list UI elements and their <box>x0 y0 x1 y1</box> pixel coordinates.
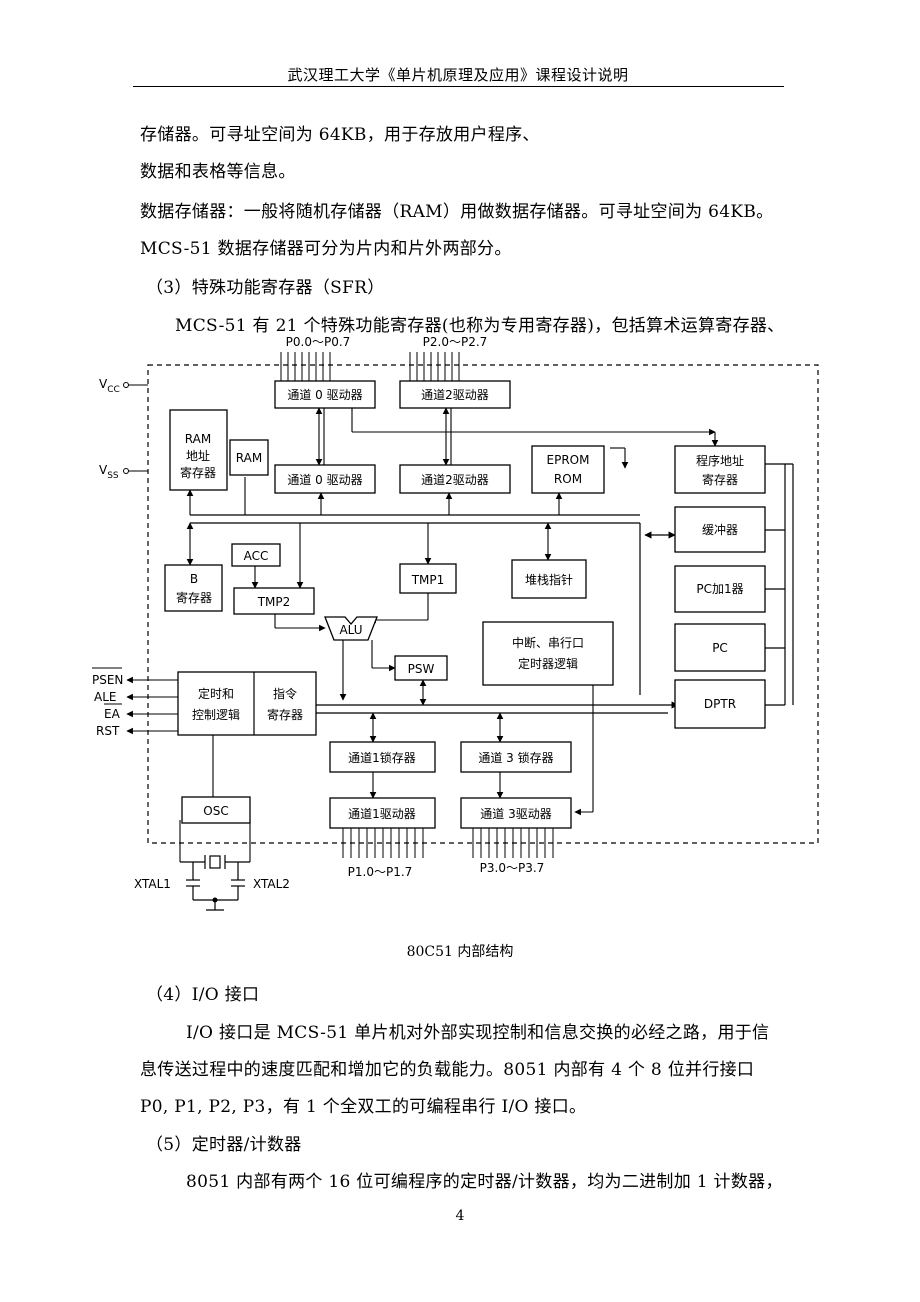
pc-addr-reg-l2: 寄存器 <box>702 472 738 487</box>
ram-addr-reg-l1: RAM <box>185 432 211 446</box>
instruction-reg-l1: 指令 <box>273 686 297 701</box>
timing-control-l2: 控制逻辑 <box>192 708 240 722</box>
paragraph-line: MCS-51 数据存储器可分为片内和片外两部分。 <box>140 239 512 259</box>
eprom-l2: ROM <box>554 472 582 486</box>
pc-incrementer: PC加1器 <box>696 582 743 596</box>
dptr-block: DPTR <box>704 697 736 711</box>
ram-addr-reg-l3: 寄存器 <box>180 465 216 480</box>
header-rule <box>133 86 784 87</box>
page-header: 武汉理工大学《单片机原理及应用》课程设计说明 <box>287 66 629 84</box>
mcu-block-diagram: P0.0～P0.7 P2.0～P2.7 P1.0～P1.7 P3.0～P3.7 … <box>92 335 819 911</box>
section-heading-io: （4）I/O 接口 <box>146 985 260 1005</box>
vcc-label: VCC <box>99 377 120 395</box>
psen-label: PSEN <box>92 673 123 687</box>
alu-label: ALU <box>339 623 362 637</box>
paragraph-line: 数据存储器：一般将随机存储器（RAM）用做数据存储器。可寻址空间为 64KB。 <box>140 202 774 222</box>
pc-block: PC <box>712 641 728 655</box>
interrupt-logic-l1: 中断、串行口 <box>512 635 584 650</box>
section-heading-timer: （5）定时器/计数器 <box>146 1135 302 1155</box>
p3-driver: 通道 3驱动器 <box>480 807 551 821</box>
crystal <box>180 855 250 911</box>
timing-control-l1: 定时和 <box>198 686 234 701</box>
eprom-l1: EPROM <box>547 453 590 467</box>
p2-pin-arrows <box>409 352 460 381</box>
vss-label: VSS <box>99 463 119 481</box>
psw-block: PSW <box>408 662 435 676</box>
page-number: 4 <box>455 1208 465 1224</box>
p1-latch: 通道1锁存器 <box>348 750 416 765</box>
p0-port-label: P0.0～P0.7 <box>286 335 351 349</box>
p0-driver-top: 通道 0 驱动器 <box>287 388 362 402</box>
paragraph-line: 息传送过程中的速度匹配和增加它的负载能力。8051 内部有 4 个 8 位并行接… <box>140 1060 755 1080</box>
figure-caption: 80C51 内部结构 <box>406 944 514 960</box>
b-reg-l1: B <box>190 572 198 586</box>
xtal2-label: XTAL2 <box>253 877 290 891</box>
paragraph-line: P0, P1, P2, P3，有 1 个全双工的可编程串行 I/O 接口。 <box>140 1097 587 1117</box>
p2-driver-top: 通道2驱动器 <box>421 388 489 402</box>
ram-addr-reg-l2: 地址 <box>186 449 210 463</box>
paragraph-line: 存储器。可寻址空间为 64KB，用于存放用户程序、 <box>140 125 540 145</box>
interrupt-logic-l2: 定时器逻辑 <box>518 656 578 671</box>
address-bus <box>644 463 794 706</box>
ea-label: EA <box>104 707 121 721</box>
buffer-block: 缓冲器 <box>702 522 738 537</box>
paragraph-line: I/O 接口是 MCS-51 单片机对外部实现控制和信息交换的必经之路，用于信 <box>186 1023 770 1043</box>
connectors <box>179 407 719 862</box>
instruction-reg-l2: 寄存器 <box>267 707 303 722</box>
section-heading-sfr: （3）特殊功能寄存器（SFR） <box>146 278 385 298</box>
tmp2-block: TMP2 <box>257 595 291 609</box>
p3-port-label: P3.0～P3.7 <box>480 861 545 875</box>
rst-label: RST <box>96 724 120 738</box>
alu-shape <box>324 616 378 641</box>
p2-driver: 通道2驱动器 <box>421 473 489 487</box>
osc-block: OSC <box>203 804 228 818</box>
tmp1-block: TMP1 <box>411 573 445 587</box>
p3-latch: 通道 3 锁存器 <box>478 750 553 765</box>
ale-label: ALE <box>94 690 116 704</box>
control-pin-lines <box>92 667 178 735</box>
xtal1-label: XTAL1 <box>134 877 171 891</box>
p2-port-label: P2.0～P2.7 <box>423 335 488 349</box>
stack-pointer: 堆栈指针 <box>525 572 573 587</box>
acc-block: ACC <box>244 549 269 563</box>
ram-block: RAM <box>236 451 262 465</box>
p1-port-label: P1.0～P1.7 <box>348 865 413 879</box>
paragraph-line: 数据和表格等信息。 <box>140 162 296 182</box>
pc-addr-reg-l1: 程序地址 <box>696 453 744 468</box>
p0-driver: 通道 0 驱动器 <box>287 473 362 487</box>
b-reg-l2: 寄存器 <box>176 590 212 605</box>
p3-pin-arrows <box>472 828 554 858</box>
p1-pin-arrows <box>342 828 424 858</box>
p1-driver: 通道1驱动器 <box>348 807 416 821</box>
chip-boundary <box>147 364 819 844</box>
paragraph-line: 8051 内部有两个 16 位可编程序的定时器/计数器，均为二进制加 1 计数器… <box>186 1172 783 1192</box>
paragraph-line: MCS-51 有 21 个特殊功能寄存器(也称为专用寄存器)，包括算术运算寄存器… <box>175 316 785 336</box>
p0-pin-arrows <box>280 352 331 381</box>
